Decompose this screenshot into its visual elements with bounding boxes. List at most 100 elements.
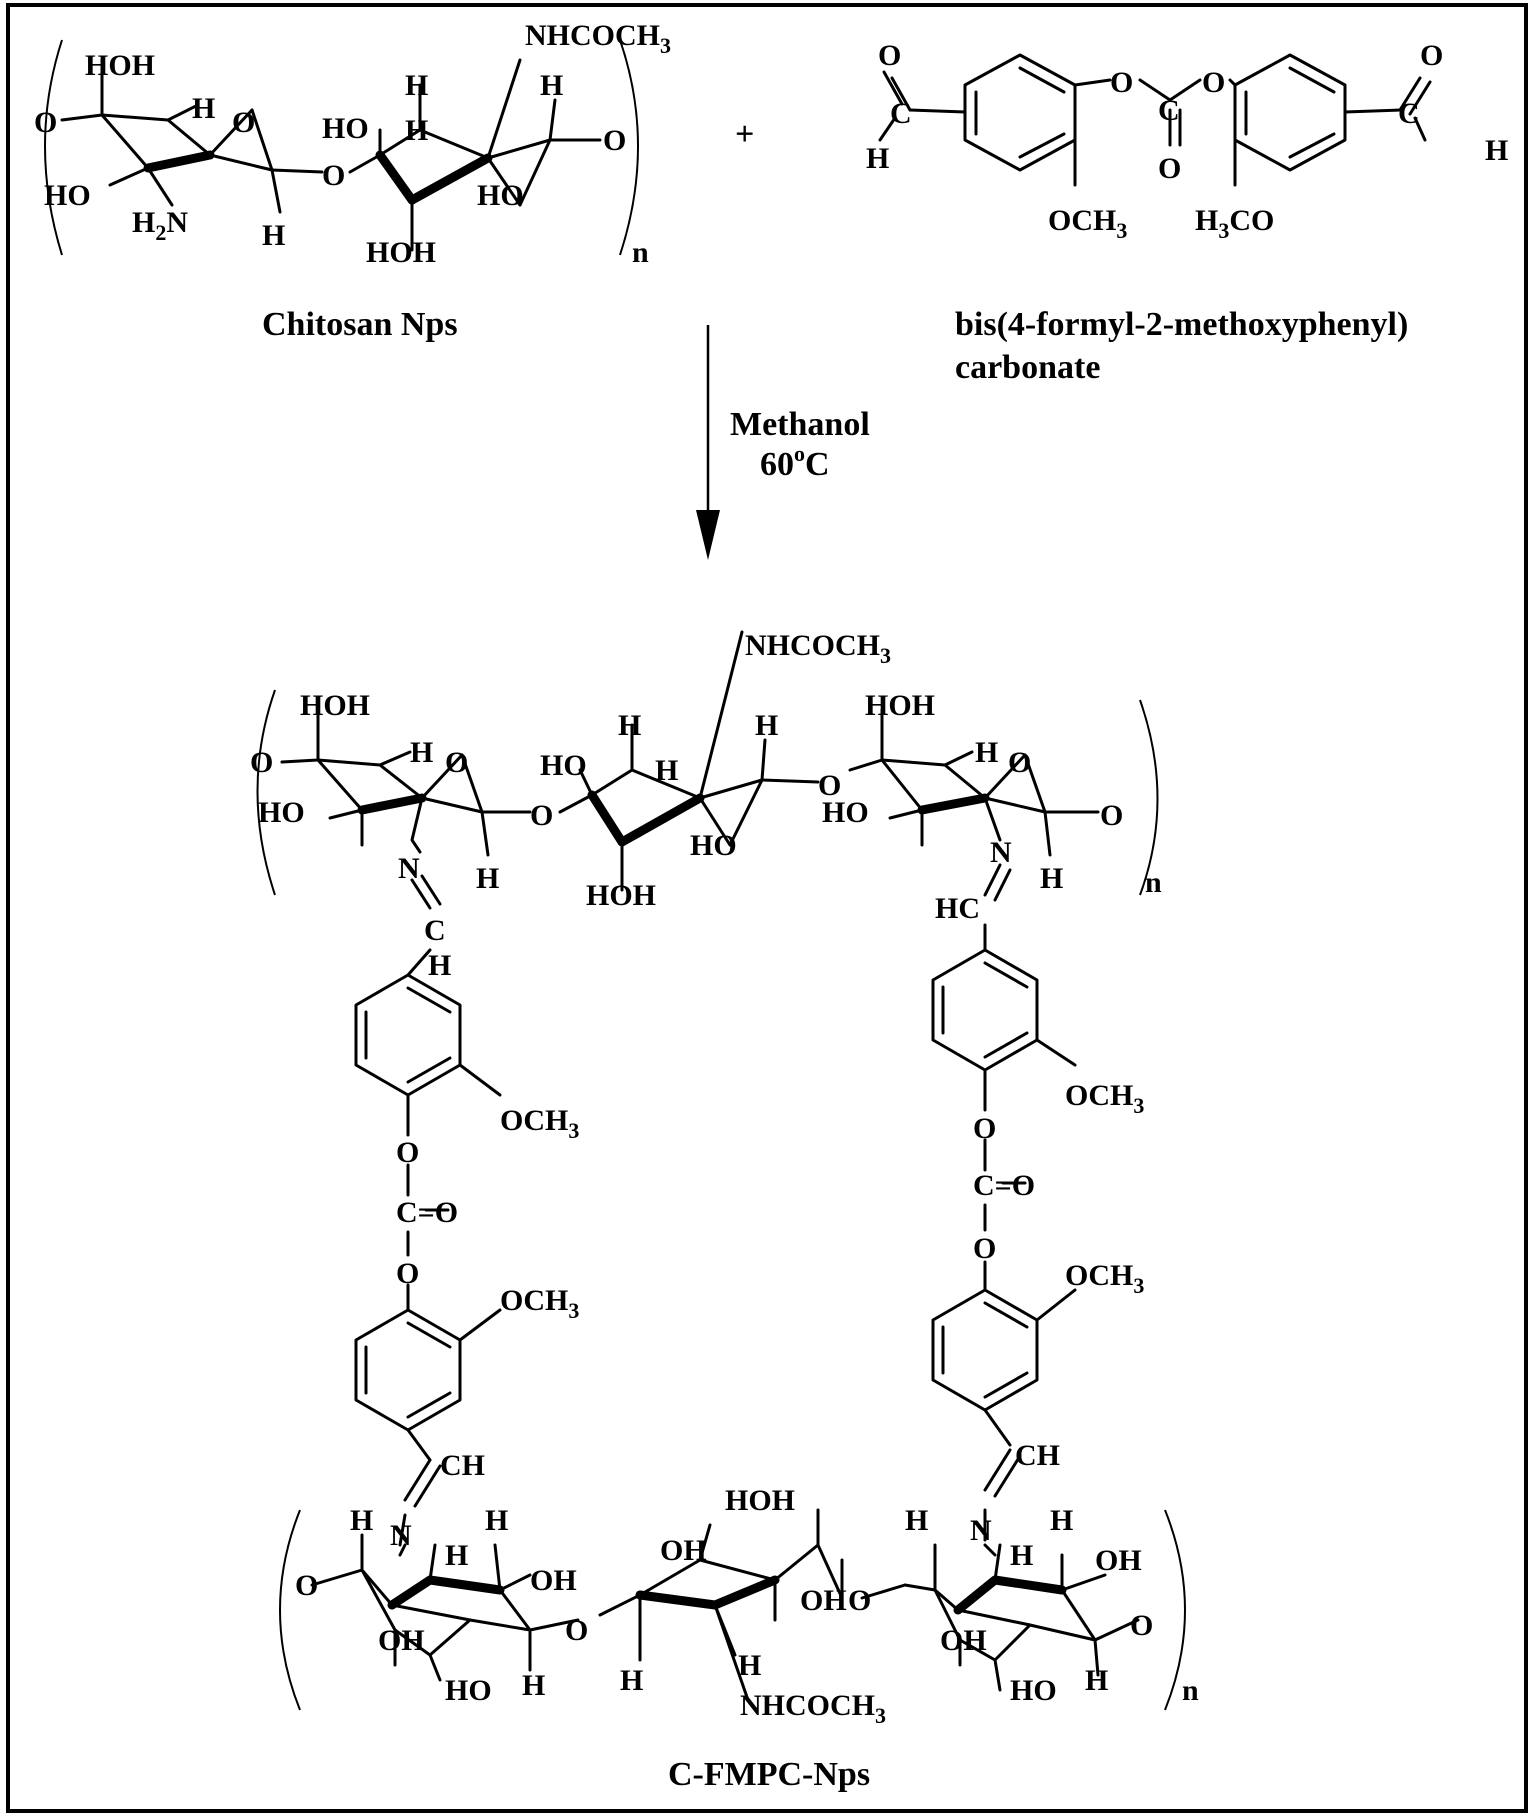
b-label-o-4: O [1130,1609,1153,1642]
b-label-oh-4: OH [800,1584,847,1617]
label-c-cho-1: C [890,97,912,130]
label-c-carb: C [1158,94,1180,127]
b-label-oh-2: OH [378,1624,425,1657]
label-h-5: H [540,69,563,102]
label-ho-2: HO [322,112,369,145]
label-o-4: O [603,124,626,157]
p-label-hoh-3: HOH [865,689,935,722]
left-label-c-eq-o: C=O [396,1196,458,1229]
b-label-nhcoch3: NHCOCH3 [740,1689,886,1728]
b-label-h-6: H [738,1649,761,1682]
chitosan-structure: HOH O H O HO H2N H O HO H H HO HOH H O N… [34,19,671,269]
b-label-oh-6: OH [940,1624,987,1657]
linker-name-line2: carbonate [955,349,1100,386]
right-label-c-eq-o: C=O [973,1169,1035,1202]
p-label-hoh-1: HOH [300,689,370,722]
right-label-och3-2: OCH3 [1065,1259,1144,1298]
b-label-h-9: H [1050,1504,1073,1537]
p-label-nhcoch3-1: NHCOCH3 [745,629,891,668]
right-label-o-2: O [973,1232,996,1265]
left-label-h: H [428,949,451,982]
p-label-h-5: H [755,709,778,742]
b-label-h-1: H [350,1504,373,1537]
b-label-h-4: H [522,1669,545,1702]
p-label-o-3: O [530,799,553,832]
left-label-o-2: O [396,1257,419,1290]
label-o-carb-3: O [1202,66,1225,99]
left-label-n: N [390,1519,412,1552]
right-label-o-1: O [973,1112,996,1145]
label-o-carb-1: O [1110,66,1133,99]
p-label-hoh-2: HOH [586,879,656,912]
label-h-4: H [405,114,428,147]
p-label-o-1: O [250,746,273,779]
b-label-h-2: H [445,1539,468,1572]
right-label-ch: CH [1015,1439,1060,1472]
b-label-oh-3: OH [660,1534,707,1567]
p-label-h-6: H [975,736,998,769]
p-label-h-3: H [618,709,641,742]
b-label-n: n [1182,1674,1199,1707]
p-label-n-1: N [398,852,420,885]
label-o-2: O [232,106,255,139]
label-ho-1: HO [44,179,91,212]
p-label-h-2: H [476,862,499,895]
b-label-hoh-1: HOH [725,1484,795,1517]
b-label-h-7: H [905,1504,928,1537]
label-h-cho-2: H [1485,134,1508,167]
label-h-3: H [405,69,428,102]
p-label-o-6: O [1100,799,1123,832]
label-nhcoch3-1: NHCOCH3 [525,19,671,58]
label-ho-3: HO [477,179,524,212]
reaction-arrow-head [696,510,720,560]
label-o-cho-1: O [878,39,901,72]
label-o-carb-2: O [1158,152,1181,185]
p-label-h-7: H [1040,862,1063,895]
p-label-o-5: O [1008,746,1031,779]
label-h3co: H3CO [1195,204,1274,243]
b-label-o-1: O [295,1569,318,1602]
b-label-h-5: H [620,1664,643,1697]
p-label-ho-3: HO [690,829,737,862]
label-h-2: H [262,219,285,252]
b-label-oh-5: OH [1095,1544,1142,1577]
product-name: C-FMPC-Nps [668,1756,870,1793]
label-o-1: O [34,106,57,139]
chitosan-name: Chitosan Nps [262,306,458,343]
p-label-o-4: O [818,769,841,802]
p-label-n-top: n [1145,866,1162,899]
b-label-h-10: H [1085,1664,1108,1697]
label-hoh-1: HOH [85,49,155,82]
label-n-1: n [632,236,649,269]
b-label-ho-2: HO [1010,1674,1057,1707]
label-h2n: H2N [132,206,188,245]
label-c-cho-2: C [1398,97,1420,130]
right-label-n: N [970,1514,992,1547]
label-o-3: O [322,159,345,192]
p-label-o-2: O [445,746,468,779]
condition-solvent: Methanol [730,406,870,443]
label-h-1: H [192,92,215,125]
b-label-h-3: H [485,1504,508,1537]
p-label-ho-2: HO [540,749,587,782]
product-bottom-chain: H O H H OH OH O HO H H OH HOH OH O H NHC… [279,1484,1199,1728]
left-label-och3-1: OCH3 [500,1104,579,1143]
product-right-arm: HC OCH3 O C=O O OCH3 CH N [931,863,1144,1547]
b-label-o-2: O [565,1614,588,1647]
p-label-ho-1: HO [258,796,305,829]
b-label-ho-1: HO [445,1674,492,1707]
p-label-n-2: N [990,836,1012,869]
right-label-och3-1: OCH3 [1065,1079,1144,1118]
left-label-ch: CH [440,1449,485,1482]
left-label-c: C [424,914,446,947]
condition-temperature: 60oC [760,441,830,483]
label-hoh-2: HOH [366,236,436,269]
linker-structure: O C H O C O O OCH3 H3CO O C H [866,39,1508,243]
label-och3-1: OCH3 [1048,204,1127,243]
label-h-cho-1: H [866,142,889,175]
left-label-och3-2: OCH3 [500,1284,579,1323]
diagram-frame [6,3,1528,1813]
p-label-ho-4: HO [822,796,869,829]
p-label-h-1: H [410,736,433,769]
